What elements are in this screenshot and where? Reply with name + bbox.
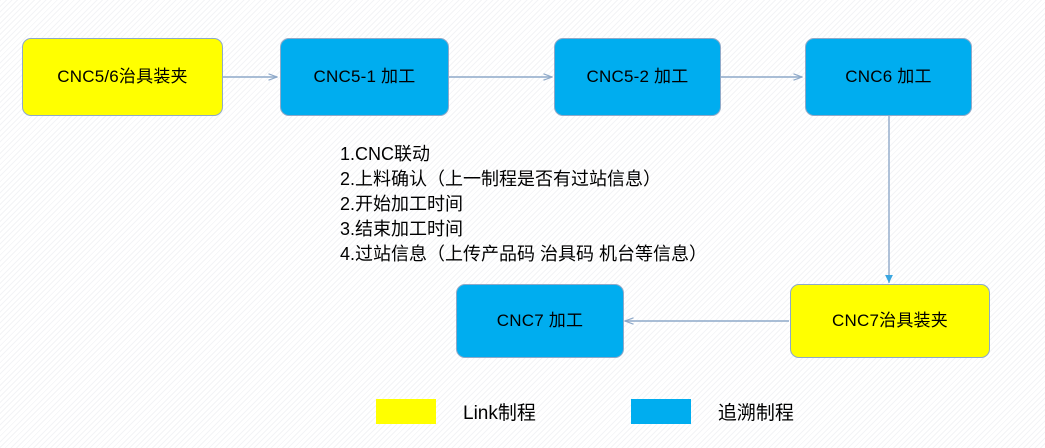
legend-item-link-process: Link制程 <box>376 398 536 425</box>
legend-item-trace-process: 追溯制程 <box>630 398 794 425</box>
node-cnc7-label: CNC7 加工 <box>496 311 584 331</box>
node-cnc5-1[interactable]: CNC5-1 加工 <box>280 38 449 116</box>
legend-swatch-link-process <box>376 399 436 424</box>
node-cnc7-fixture[interactable]: CNC7治具装夹 <box>790 284 990 358</box>
process-note-item: 2.上料确认（上一制程是否有过站信息） <box>340 169 662 189</box>
legend-swatch-trace-process <box>630 399 691 424</box>
legend-label-link-process: Link制程 <box>463 403 536 424</box>
process-note-item: 4.过站信息（上传产品码 治具码 机台等信息） <box>340 244 708 264</box>
process-note-item: 1.CNC联动 <box>340 144 431 164</box>
node-cnc6[interactable]: CNC6 加工 <box>805 38 972 116</box>
node-cnc7-fixture-label: CNC7治具装夹 <box>832 311 948 331</box>
process-note-item: 3.结束加工时间 <box>340 219 464 239</box>
node-cnc6-label: CNC6 加工 <box>845 67 932 87</box>
node-cnc5-1-label: CNC5-1 加工 <box>313 67 416 87</box>
legend-label-trace-process: 追溯制程 <box>717 403 794 424</box>
legend: Link制程 追溯制程 <box>376 398 794 425</box>
process-note-item: 2.开始加工时间 <box>340 194 464 214</box>
node-cnc56-fixture-label: CNC5/6治具装夹 <box>57 67 188 87</box>
node-cnc5-2[interactable]: CNC5-2 加工 <box>554 38 721 116</box>
node-cnc7[interactable]: CNC7 加工 <box>456 284 624 358</box>
node-cnc5-2-label: CNC5-2 加工 <box>586 67 689 87</box>
node-cnc56-fixture[interactable]: CNC5/6治具装夹 <box>22 38 223 116</box>
process-notes-list: 1.CNC联动 2.上料确认（上一制程是否有过站信息） 2.开始加工时间 3.结… <box>340 142 707 267</box>
